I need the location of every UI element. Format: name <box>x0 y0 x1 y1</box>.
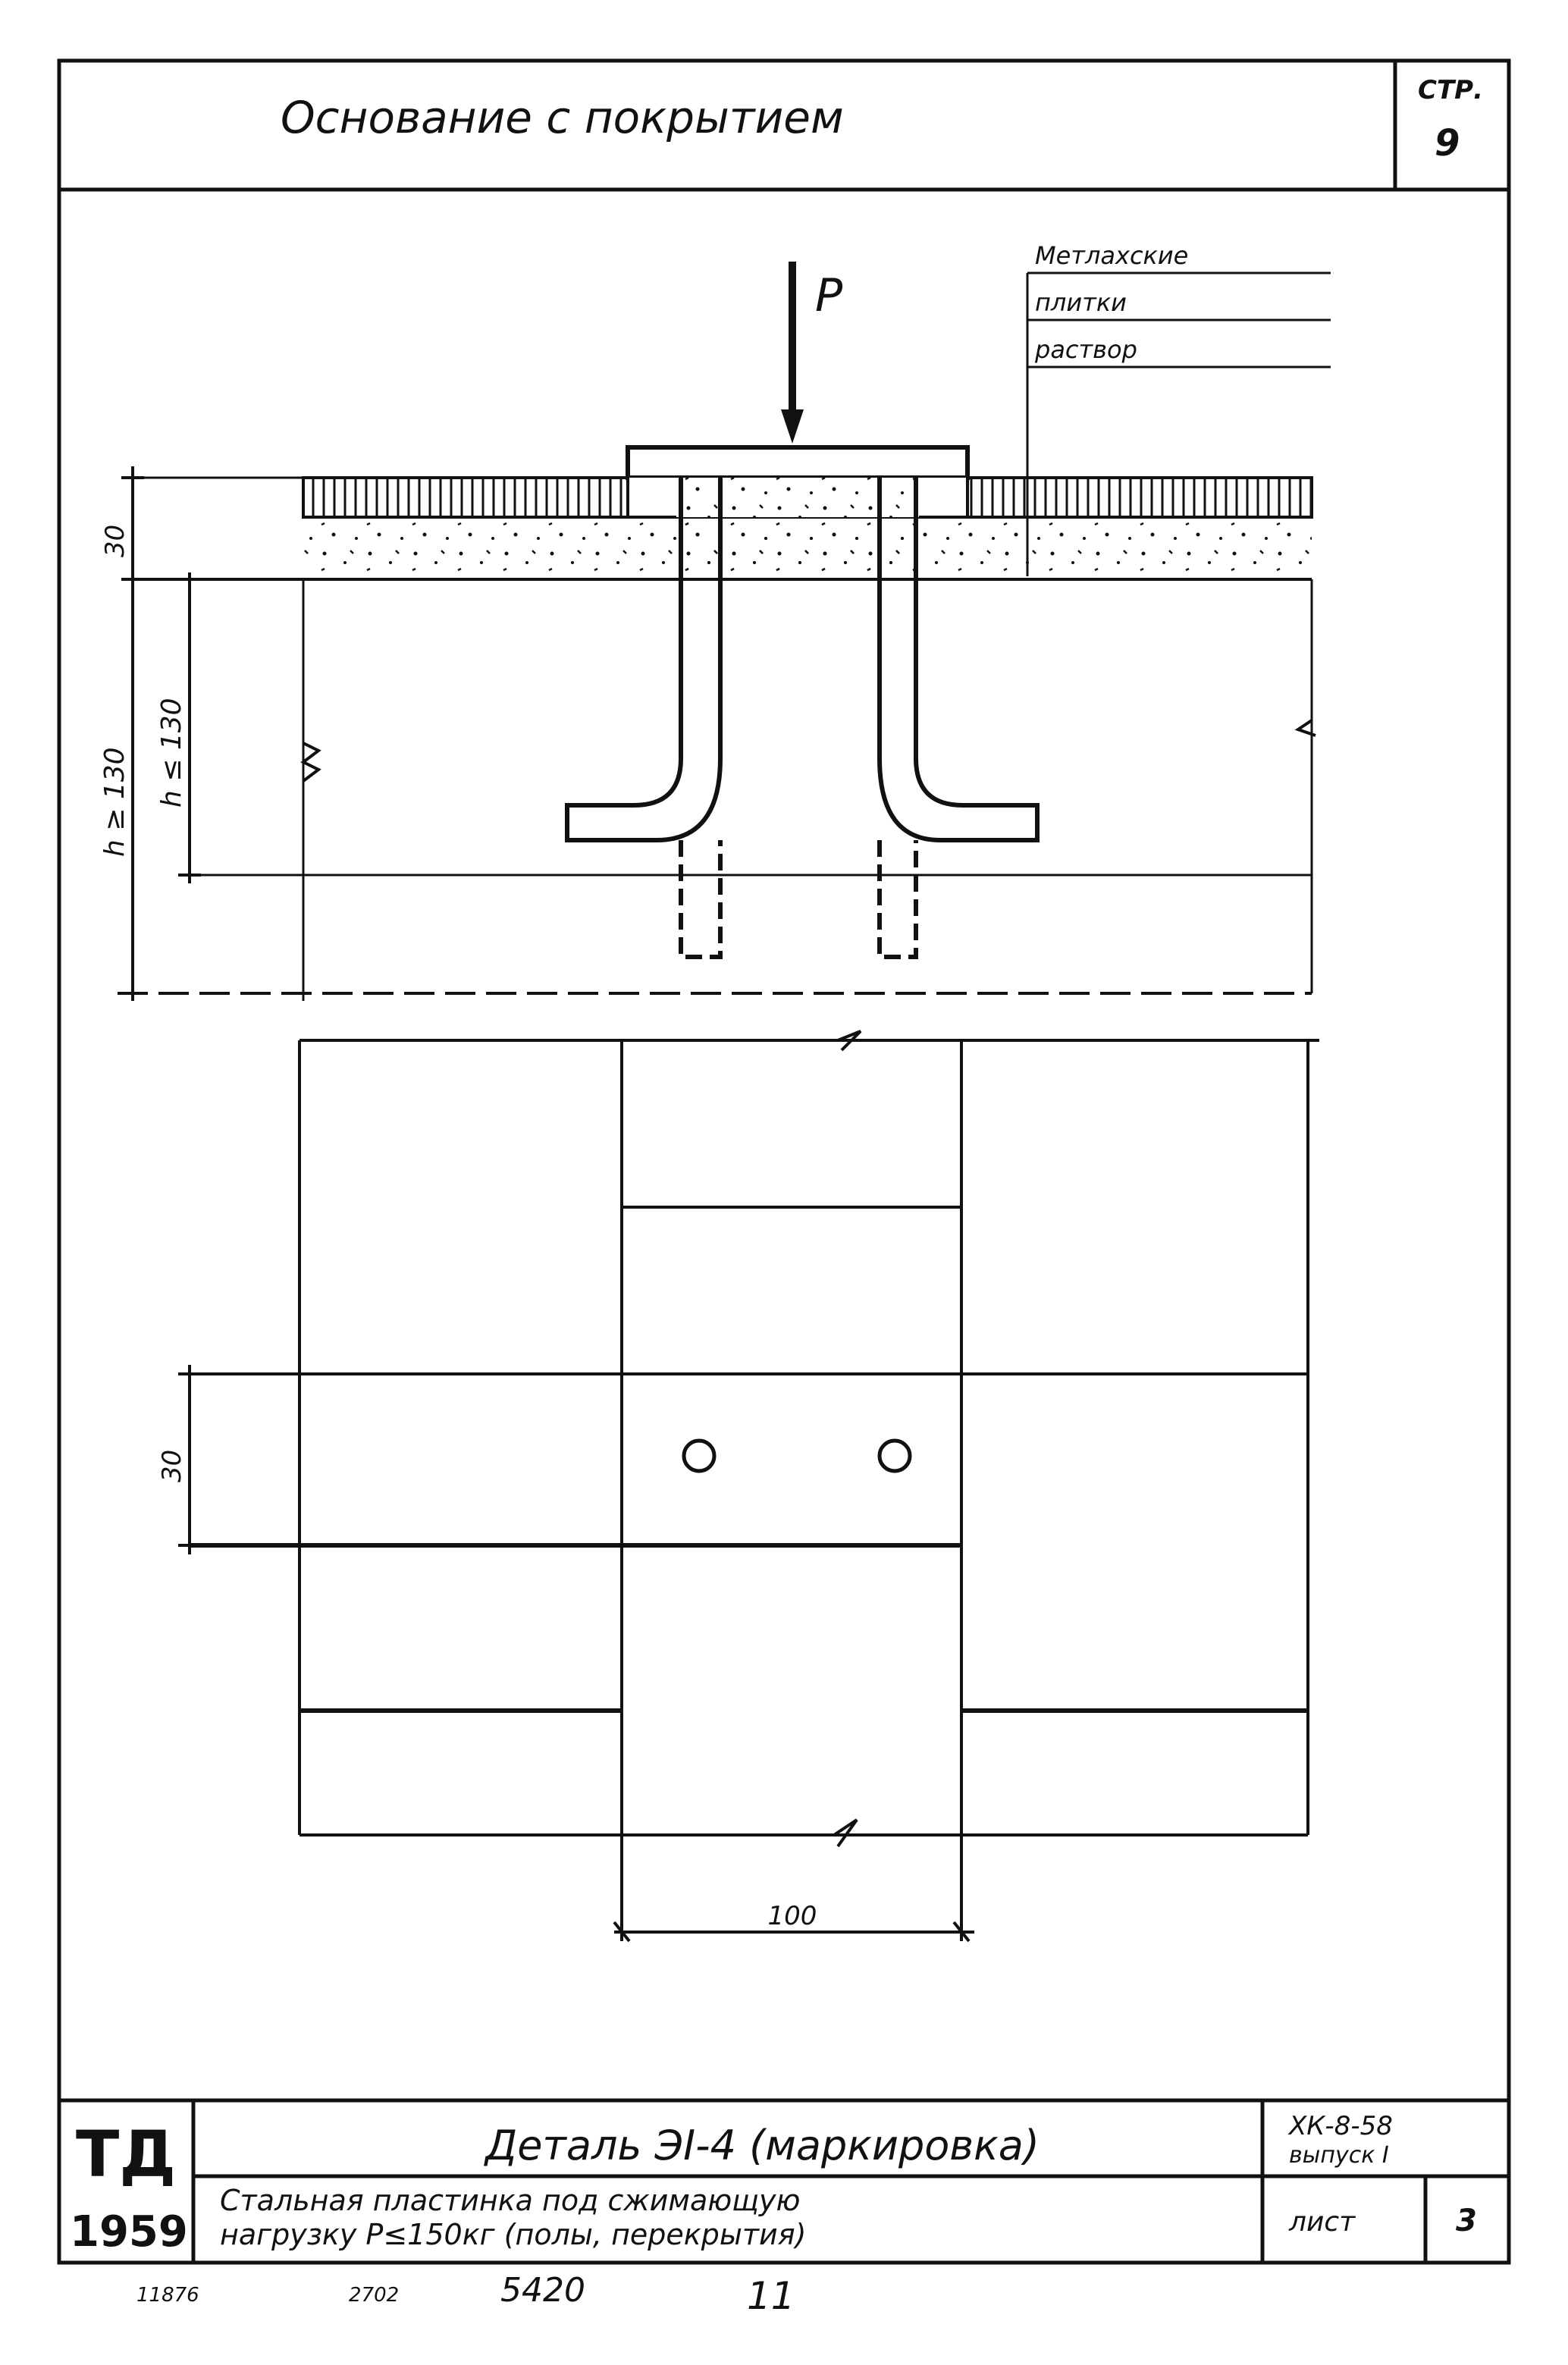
dim-plate-width: 100 <box>768 1901 817 1931</box>
year-stamp: 1959 <box>70 2207 188 2257</box>
callout-tiles-2: плитки <box>1035 288 1127 317</box>
dimension-lines <box>121 466 201 1001</box>
anchor-right <box>877 478 1040 959</box>
hole-left <box>682 1438 717 1473</box>
org-stamp: ТД <box>76 2117 176 2191</box>
sheet-title: Основание с покрытием <box>281 92 844 143</box>
sheet-frame <box>57 58 1511 2265</box>
steel-plate <box>626 445 970 480</box>
dim-slab-height: h ≥ 130 <box>99 747 130 857</box>
plan-view <box>178 1030 1319 1943</box>
issue-label: выпуск I <box>1289 2142 1389 2169</box>
footer-code-3: 5420 <box>500 2271 585 2310</box>
sheet-label: лист <box>1288 2207 1356 2238</box>
footer-code-1: 11876 <box>136 2284 199 2307</box>
dim-plan-width: 30 <box>157 1450 187 1482</box>
page-number: 9 <box>1435 122 1460 165</box>
section-view: P Метлахские плитки раствор <box>99 241 1331 1001</box>
description-line-2: нагрузку P≤150кг (полы, перекрытия) <box>220 2218 806 2251</box>
dim-layer-thickness: 30 <box>100 525 130 557</box>
footer-code-2: 2702 <box>349 2284 399 2307</box>
callout-mortar: раствор <box>1034 335 1137 364</box>
description-line-1: Стальная пластинка под сжимающую <box>220 2184 801 2217</box>
detail-title: Деталь ЭI-4 (маркировка) <box>484 2122 1040 2169</box>
title-block <box>59 2098 1509 2263</box>
callout-leaders <box>1026 271 1331 576</box>
footer-code-4: 11 <box>747 2274 795 2318</box>
series-code: ХК-8-58 <box>1287 2111 1393 2141</box>
anchor-left <box>565 478 723 959</box>
load-arrow <box>781 262 804 444</box>
sheet-number: 3 <box>1456 2203 1477 2238</box>
page-label: СТР. <box>1418 75 1483 105</box>
load-label: P <box>815 269 843 322</box>
callout-tiles-1: Метлахские <box>1035 241 1188 270</box>
dim-anchor-height: h ≤ 130 <box>156 698 187 808</box>
hole-right <box>877 1438 912 1473</box>
